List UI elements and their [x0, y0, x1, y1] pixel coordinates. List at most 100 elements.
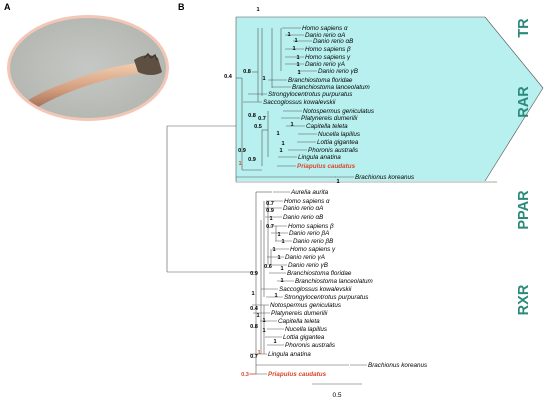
support-value: 1: [290, 122, 293, 128]
support-value: 1: [272, 247, 275, 253]
bottom-taxon-label: Branchiostoma lanceolatum: [295, 278, 373, 285]
support-value: 1: [287, 32, 290, 38]
support-value: 0.7: [266, 224, 274, 230]
support-value: 0.7: [250, 354, 258, 360]
support-value: 1: [251, 291, 254, 297]
scale-bar-label: 0.5: [332, 392, 341, 399]
top-taxon-label: Homo sapiens γ: [305, 54, 351, 61]
bottom-taxon-label: Strongylocentrotus purpuratus: [284, 294, 369, 301]
support-value: 0.9: [250, 271, 258, 277]
bottom-taxon-label: Lottia gigantea: [283, 334, 325, 341]
support-value: 1: [262, 328, 265, 334]
bottom-taxon-label: Danio rerio βB: [293, 238, 333, 245]
top-taxon-label: Danio rerio αB: [313, 38, 353, 45]
top-outline-diag2: [484, 87, 544, 182]
group-label-tr: TR: [516, 18, 532, 38]
bottom-taxon-label: Danio rerio γA: [285, 254, 325, 261]
support-value: 0.6: [264, 264, 272, 270]
bottom-taxon-label: Nucella lapillus: [285, 326, 328, 333]
bottom-taxon-label: Platynereis dumerilii: [271, 310, 328, 317]
support-value: 0.8: [243, 69, 251, 75]
support-value: 1: [296, 62, 299, 68]
support-value: 1: [277, 255, 280, 261]
bottom-taxon-label: Homo sapiens γ: [290, 246, 336, 253]
bottom-taxon-label: Homo sapiens α: [284, 198, 330, 205]
support-value: 1: [297, 70, 300, 76]
support-value: 1: [281, 239, 284, 245]
support-value: 1: [269, 216, 272, 222]
support-value: 0.4: [250, 306, 259, 312]
support-value: 1: [296, 55, 299, 61]
top-taxon-label: Branchiostoma lanceolatum: [292, 84, 370, 91]
top-outline-diag1: [484, 16, 544, 89]
support-value: 1: [256, 7, 259, 13]
panel-b-label: B: [178, 2, 185, 12]
top-taxon-label: Phoronis australis: [308, 147, 359, 154]
bottom-taxon-label: Notospermus geniculatus: [270, 302, 342, 309]
top-taxon-label: Platynereis dumerilii: [301, 115, 358, 122]
support-value: 0.3: [241, 372, 249, 378]
bottom-taxon-label: Danio rerio γB: [288, 262, 328, 269]
top-taxon-label: Notospermus geniculatus: [303, 108, 375, 115]
group-label-rar: RAR: [516, 86, 532, 118]
support-value: 1: [262, 76, 265, 82]
support-value: 1: [277, 232, 280, 238]
support-value: 1: [292, 46, 295, 52]
support-value: 0.7: [266, 201, 274, 207]
top-taxon-label: Danio rerio αA: [305, 32, 345, 39]
top-taxon-label: Danio rerio γB: [318, 68, 358, 75]
support-value: 0.9: [248, 157, 256, 163]
top-taxon-label: Homo sapiens α: [302, 25, 348, 32]
bottom-taxon-label: Lingula anatina: [268, 351, 311, 358]
bottom-taxon-label: Danio rerio βA: [289, 230, 329, 237]
support-value: 0.9: [238, 148, 246, 154]
support-value: 1: [336, 179, 339, 185]
support-value: 1: [262, 318, 265, 324]
bottom-taxon-label: Danio rerio αA: [283, 205, 323, 212]
bottom-taxon-label: Aurelia aurita: [290, 189, 329, 196]
bottom-taxon-label: Saccoglossus kowalevskii: [279, 286, 352, 293]
clade-shading: [236, 17, 543, 181]
support-value: 0.8: [248, 113, 256, 119]
bottom-taxon-label: Priapulus caudatus: [268, 371, 327, 378]
bottom-taxon-label: Danio rerio αB: [283, 214, 323, 221]
support-value: 1: [280, 266, 283, 272]
priapulus-specimen-photo: [7, 15, 169, 121]
panel-a-label: A: [4, 2, 11, 12]
top-taxon-label: Strongylocentrotus purpuratus: [268, 91, 353, 98]
support-value: 0.7: [258, 116, 266, 122]
support-value: 1: [257, 350, 260, 356]
support-value: 1: [279, 148, 282, 154]
top-taxon-label: Nucella lapillus: [318, 131, 361, 138]
support-value: 1: [276, 131, 279, 137]
top-taxon-label: Branchiostoma floridae: [288, 77, 353, 84]
support-value: 1: [274, 293, 277, 299]
support-value: 1: [273, 339, 276, 345]
support-value: 1: [281, 141, 284, 147]
group-label-ppar: PPAR: [516, 190, 532, 230]
top-taxon-label: Danio rerio γA: [305, 61, 345, 68]
support-value: 0.9: [266, 208, 274, 214]
top-taxon-label: Saccoglossus kowalevskii: [263, 99, 336, 106]
top-taxon-label: Capitella teleta: [306, 123, 348, 130]
top-taxon-label: Lingula anatina: [298, 154, 341, 161]
top-taxon-label: Homo sapiens β: [305, 46, 351, 53]
top-taxon-label: Priapulus caudatus: [297, 163, 356, 170]
support-value: 0.8: [250, 324, 258, 330]
support-value: 1: [280, 278, 283, 284]
top-taxon-label: Lottia gigantea: [317, 139, 359, 146]
bottom-taxon-label: Brachionus koreanus: [368, 362, 428, 369]
support-value: 0.4: [224, 74, 233, 80]
bottom-taxon-label: Branchiostoma floridae: [287, 270, 352, 277]
group-label-rxr: RXR: [516, 284, 532, 315]
support-value: 1: [238, 161, 241, 167]
bottom-taxon-label: Capitella teleta: [278, 318, 320, 325]
bottom-taxon-label: Phoronis australis: [285, 342, 336, 349]
bottom-taxon-label: Homo sapiens β: [288, 223, 334, 230]
support-value: 1: [256, 313, 259, 319]
support-value: 0.5: [254, 124, 262, 130]
top-taxon-label: Brachionus koreanus: [355, 174, 415, 181]
support-value: 1: [294, 38, 297, 44]
